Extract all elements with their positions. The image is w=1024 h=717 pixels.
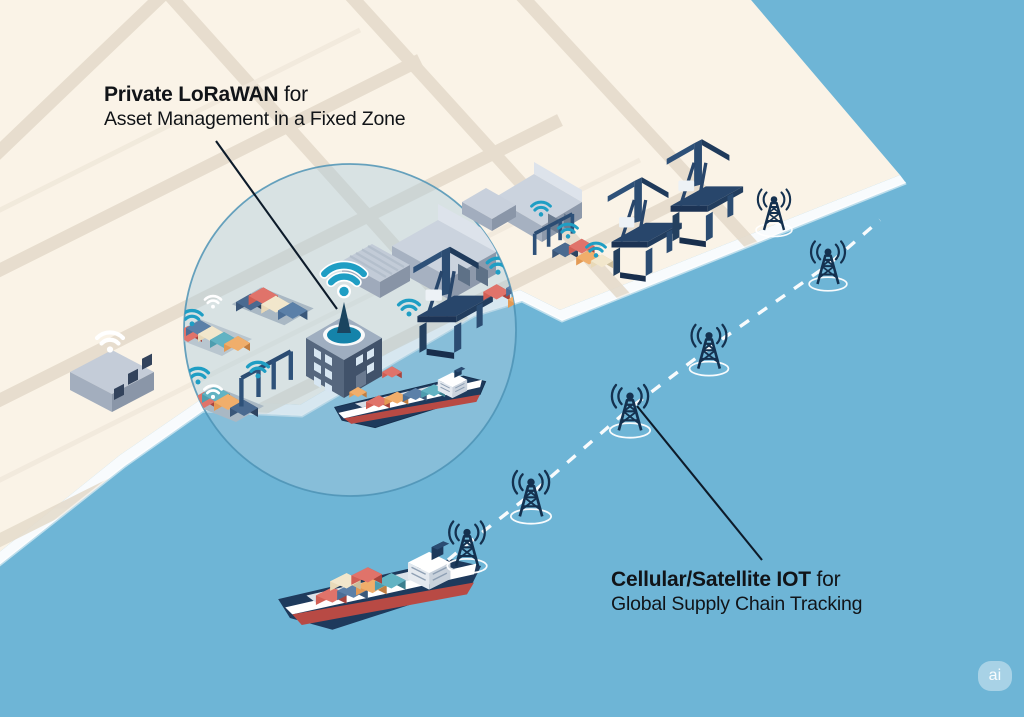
container-yard: [231, 287, 314, 326]
cellular-route-dashed: [446, 218, 882, 562]
lorawan-title-bold: Private LoRaWAN: [104, 83, 279, 106]
quay-containers: [349, 366, 402, 398]
lorawan-annotation: Private LoRaWAN for Asset Management in …: [104, 82, 406, 131]
lorawan-title-light: for: [284, 83, 308, 106]
lorawan-annotation-subtitle: Asset Management in a Fixed Zone: [104, 107, 406, 130]
cellular-annotation: Cellular/Satellite IOT for Global Supply…: [611, 567, 862, 616]
ship-in-port: [334, 366, 487, 429]
cellular-annotation-subtitle: Global Supply Chain Tracking: [611, 592, 863, 615]
lorawan-gateway: [306, 302, 382, 398]
container-yard: [186, 386, 264, 422]
lorawan-annotation-title: Private LoRaWAN for: [104, 82, 405, 108]
cellular-annotation-title: Cellular/Satellite IOT for: [611, 567, 862, 593]
container-yard: [184, 319, 252, 356]
harbour-basin: [0, 181, 1024, 717]
ai-watermark-logo: ai: [978, 661, 1012, 691]
zone-contents: [184, 204, 516, 422]
lorawan-leader-line: [215, 140, 338, 310]
cellular-title-light: for: [816, 568, 841, 591]
warehouse-left: [70, 350, 154, 412]
ship-open-sea: [278, 541, 482, 630]
wifi-icon: [319, 260, 369, 299]
cellular-title-bold: Cellular/Satellite IOT: [611, 568, 811, 591]
cellular-leader-line: [636, 405, 763, 561]
warehouse-north-annex: [462, 188, 516, 231]
